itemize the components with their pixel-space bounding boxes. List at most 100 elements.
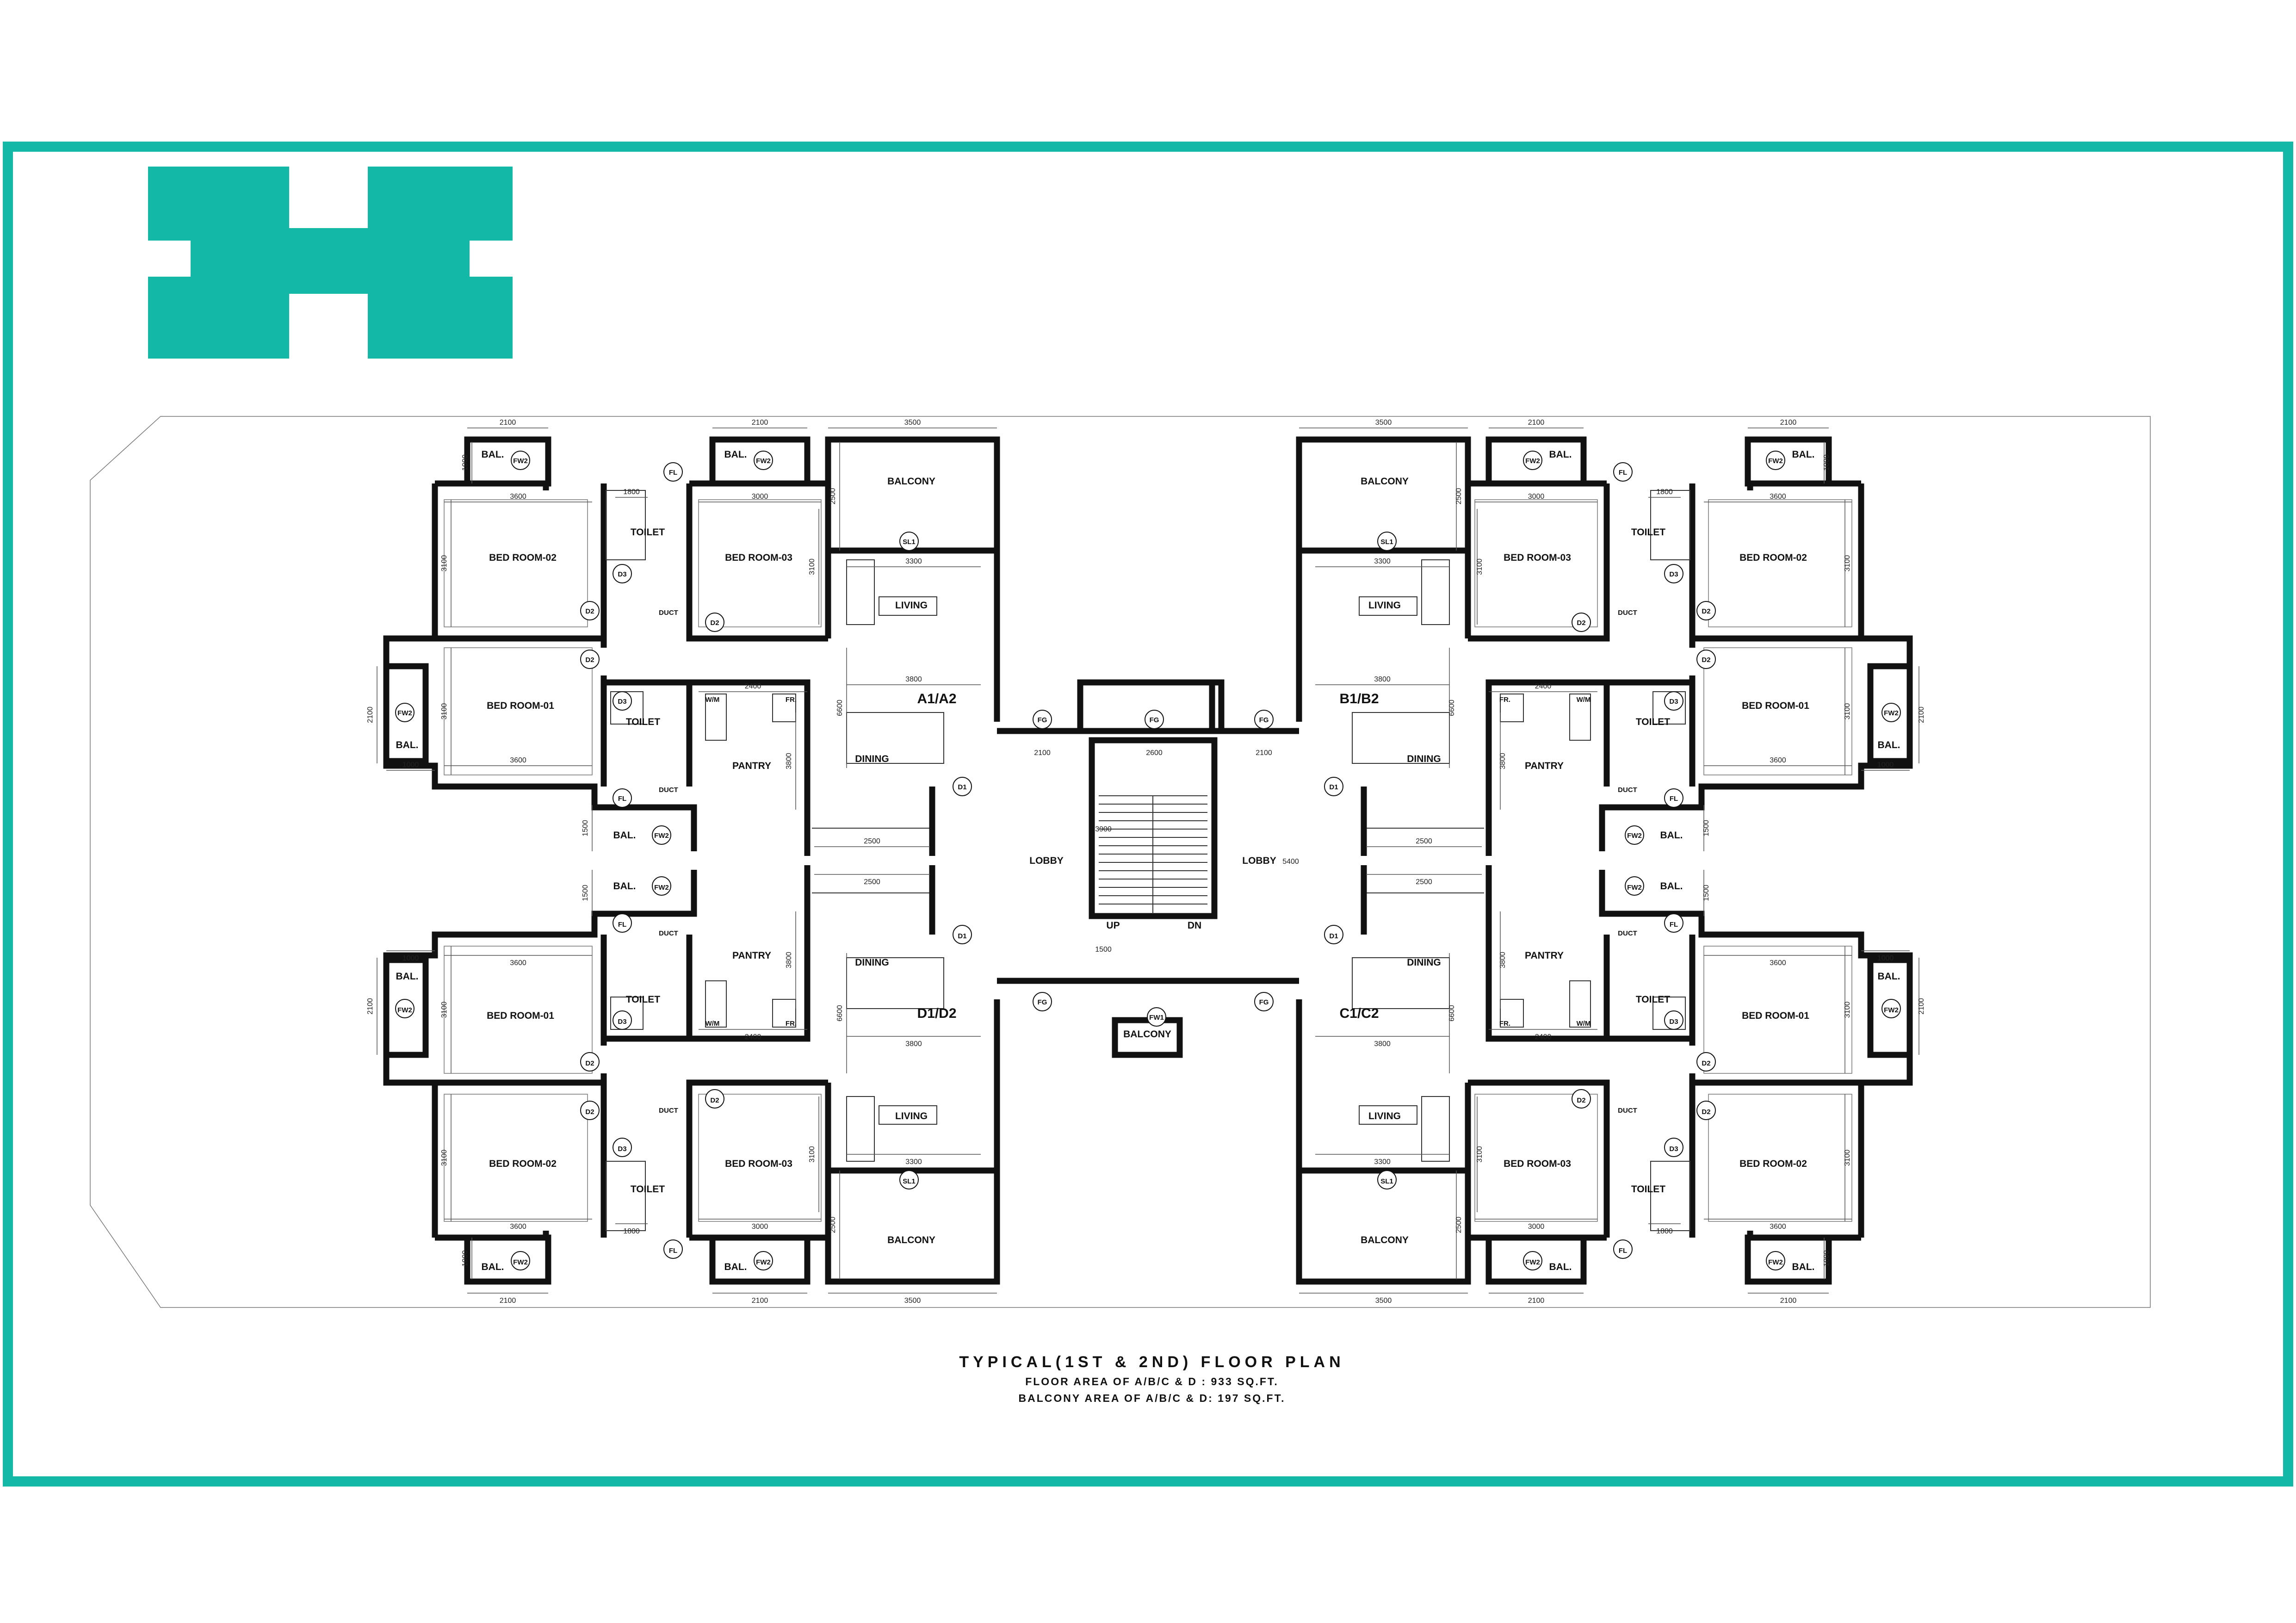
dim-top-2100-b: 2100 bbox=[1528, 419, 1545, 427]
dim-pantry-2400: 2400 bbox=[745, 1033, 761, 1041]
label-bed-room-03: BED ROOM-03 bbox=[725, 1158, 792, 1169]
tag-fw2-1-circle bbox=[1766, 451, 1785, 470]
tag-sl1-circle bbox=[899, 532, 919, 551]
h-block-logo-icon bbox=[148, 167, 513, 359]
dim-bed2-3600: 3600 bbox=[510, 1223, 526, 1231]
tag-d2-3: D2 bbox=[585, 656, 594, 664]
tag-d3-1: D3 bbox=[618, 1145, 626, 1153]
label-bal-1: BAL. bbox=[482, 1262, 504, 1272]
tag-fl-2: FL bbox=[1670, 795, 1678, 803]
toilet-fixture bbox=[1650, 490, 1690, 560]
dim-top-3500: 3500 bbox=[904, 419, 921, 427]
tag-d2-1-circle bbox=[1696, 1101, 1716, 1120]
dim-top-2100-b: 2100 bbox=[752, 419, 768, 427]
dim-bal4-1500: 1500 bbox=[1702, 820, 1710, 836]
dim-bed3-3100: 3100 bbox=[1476, 1146, 1484, 1163]
core-wall-north-w bbox=[997, 679, 1225, 734]
dim-top-3500: 3500 bbox=[904, 1297, 921, 1305]
dim-bal1-2100: 2100 bbox=[366, 706, 374, 723]
label-bal-4: BAL. bbox=[613, 881, 636, 892]
label-bal-2: BAL. bbox=[1549, 1262, 1572, 1272]
plan-title: TYPICAL(1ST & 2ND) FLOOR PLAN bbox=[959, 1353, 1345, 1371]
tag-fw2-2: FW2 bbox=[1525, 457, 1540, 465]
label-lobby-west: LOBBY bbox=[1029, 855, 1064, 866]
dim-balcony-2500: 2500 bbox=[829, 488, 837, 505]
dim-core-2100-e: 2100 bbox=[1256, 749, 1272, 757]
dim-bal-v-1000: 1000 bbox=[461, 454, 469, 471]
tag-d2-2: D2 bbox=[710, 1096, 719, 1104]
bal-bed1 bbox=[383, 663, 429, 764]
label-toilet-1: TOILET bbox=[1631, 527, 1665, 538]
wall-pantry bbox=[1485, 679, 1607, 856]
tag-fw2-2-circle bbox=[754, 451, 773, 470]
tag-sl1: SL1 bbox=[903, 1177, 916, 1185]
tag-d2-3: D2 bbox=[1702, 1059, 1710, 1067]
bal-bed3 bbox=[709, 436, 811, 487]
dim-bed3-3000: 3000 bbox=[752, 493, 768, 501]
fr-fixture bbox=[772, 999, 796, 1028]
fr-fixture bbox=[772, 694, 796, 722]
label-fr: FR. bbox=[1499, 1020, 1510, 1028]
label-duct-1: DUCT bbox=[659, 1107, 678, 1115]
tag-fw2-4: FW2 bbox=[654, 832, 669, 840]
label-bed-room-01: BED ROOM-01 bbox=[1742, 700, 1809, 711]
tag-fw2-2-circle bbox=[1523, 451, 1542, 470]
tag-d1-circle bbox=[1324, 777, 1343, 796]
main-balcony bbox=[1296, 1167, 1471, 1285]
dim-south-2500: 2500 bbox=[1416, 878, 1432, 886]
fr-fixture bbox=[1500, 999, 1524, 1028]
tag-d3-2-circle bbox=[613, 691, 632, 711]
tag-d2-1-circle bbox=[580, 1101, 600, 1120]
dim-pantry-3800: 3800 bbox=[785, 952, 793, 968]
dim-bed3-3000: 3000 bbox=[1528, 493, 1545, 501]
label-toilet-2: TOILET bbox=[1636, 994, 1670, 1005]
dim-core-2100-w: 2100 bbox=[1034, 749, 1051, 757]
tag-d3-1: D3 bbox=[1669, 1145, 1678, 1153]
label-toilet-2: TOILET bbox=[626, 994, 660, 1005]
sofa bbox=[1421, 1096, 1450, 1162]
dim-bed1-3100: 3100 bbox=[1844, 703, 1851, 720]
dim-bal1-2100: 2100 bbox=[1918, 998, 1925, 1015]
tag-fw2-1-circle bbox=[511, 451, 530, 470]
tag-d1: D1 bbox=[958, 783, 966, 791]
wm-fixture bbox=[1569, 694, 1591, 741]
dim-bed1-3100: 3100 bbox=[1844, 1002, 1851, 1018]
label-bal-4: BAL. bbox=[1660, 881, 1683, 892]
label-bed-room-02: BED ROOM-02 bbox=[489, 552, 557, 563]
tag-fw2-3: FW2 bbox=[397, 709, 412, 717]
label-bal-1: BAL. bbox=[482, 449, 504, 460]
tag-d3-2: D3 bbox=[1669, 698, 1678, 706]
wc-fixture bbox=[610, 997, 644, 1030]
tag-d2-3-circle bbox=[580, 1052, 600, 1072]
tag-sl1: SL1 bbox=[1380, 538, 1393, 546]
label-bal-3: BAL. bbox=[1878, 971, 1900, 982]
label-bed-room-01: BED ROOM-01 bbox=[487, 700, 554, 711]
label-toilet-1: TOILET bbox=[1631, 1184, 1665, 1195]
dim-bed2-3600: 3600 bbox=[1770, 493, 1786, 501]
tag-sl1-circle bbox=[899, 1170, 919, 1189]
dim-bed1-3600: 3600 bbox=[510, 756, 526, 764]
tag-fw1: FW1 bbox=[1149, 1014, 1164, 1022]
wc-fixture bbox=[1652, 997, 1686, 1030]
tag-fl-1: FL bbox=[1619, 469, 1627, 477]
fr-fixture bbox=[1500, 694, 1524, 722]
tag-fl-2-circle bbox=[1664, 788, 1683, 808]
label-duct-2: DUCT bbox=[1618, 929, 1637, 937]
label-bal-4: BAL. bbox=[1660, 830, 1683, 841]
bed3-outline bbox=[1474, 499, 1598, 627]
label-balcony: BALCONY bbox=[1361, 1235, 1409, 1245]
label-toilet-1: TOILET bbox=[631, 527, 665, 538]
dim-dining-3800: 3800 bbox=[905, 675, 922, 683]
tag-d2-2: D2 bbox=[1577, 1096, 1585, 1104]
tag-fw2-3-circle bbox=[395, 999, 415, 1018]
stair-shaft bbox=[1089, 737, 1218, 919]
bed2-outline bbox=[1708, 499, 1852, 627]
tag-d3-2: D3 bbox=[618, 698, 626, 706]
dim-bal-v-1000: 1000 bbox=[1823, 1250, 1831, 1267]
bed1-outline bbox=[444, 946, 593, 1074]
main-balcony bbox=[825, 436, 1000, 554]
tag-d3-1-circle bbox=[613, 1138, 632, 1157]
bal-bed1 bbox=[1867, 663, 1913, 764]
